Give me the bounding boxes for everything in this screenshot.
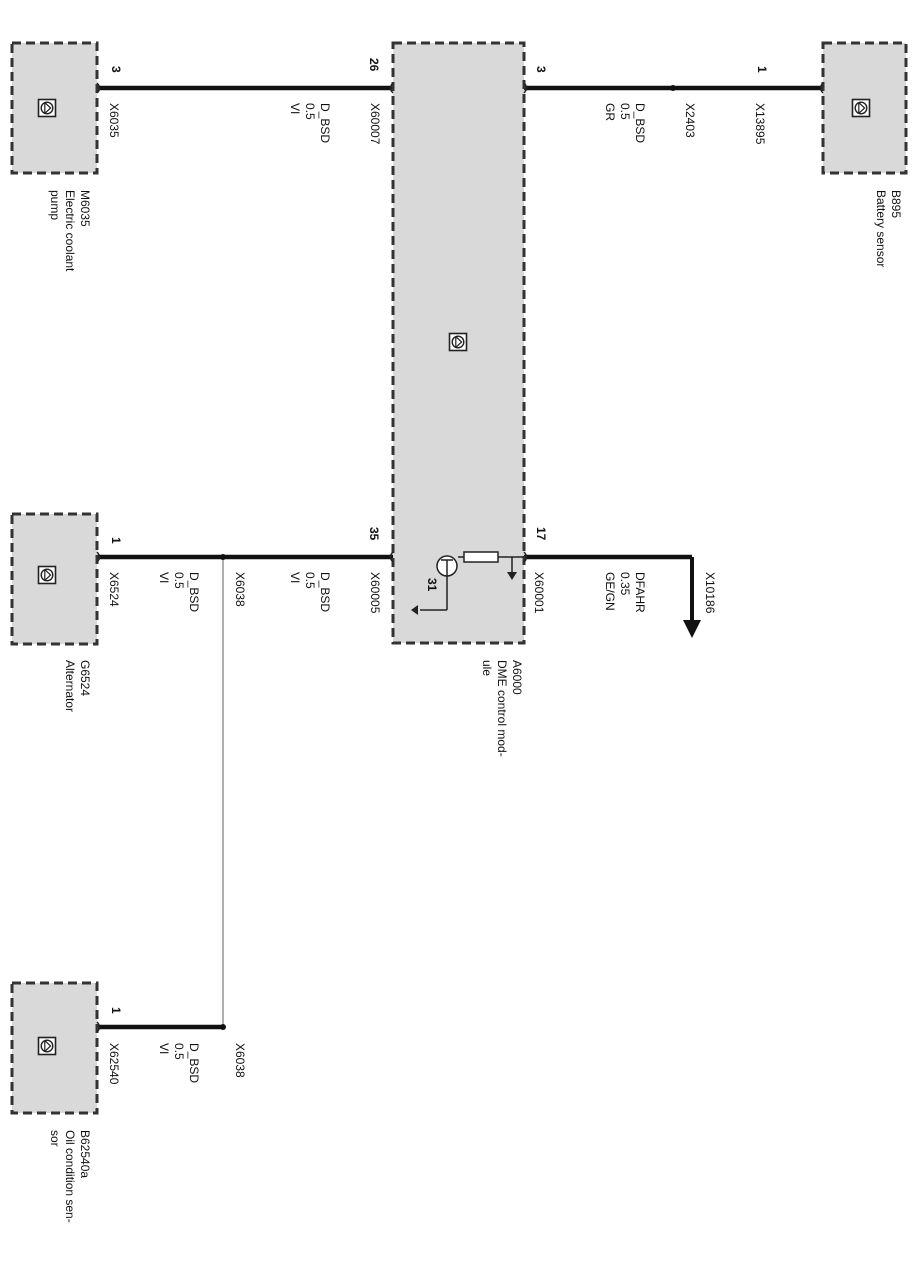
connector-label: X62540 [107,1043,121,1085]
pin-number: 35 [367,527,381,541]
pin-mark [96,1021,101,1033]
wire-size: 0.5 [303,103,317,120]
component-id-m6035: M6035 [78,190,92,227]
component-name-b62540a: Oil condition sen- [63,1130,77,1223]
pin-number: 3 [534,66,548,73]
wire-color: VI [157,572,171,583]
control-unit-icon [37,565,57,585]
control-unit-icon [448,332,468,352]
component-id-b62540a: B62540a [78,1130,92,1178]
resistor-icon [463,551,499,563]
wire-size: 0.5 [303,572,317,589]
pin-number: 26 [367,58,381,72]
wire-color: VI [157,1043,171,1054]
control-unit-icon [851,98,871,118]
pin-mark [389,551,394,563]
connector-label: X60007 [368,103,382,145]
wire-signal: DFAHR [633,572,647,613]
pin-number: 1 [109,1007,123,1014]
wire-color: GR [603,103,617,121]
connector-label: X60001 [532,572,546,614]
wire-signal: D_BSD [187,1043,201,1083]
wire-signal: D_BSD [318,103,332,143]
component-name-a6000-line2: ule [480,660,494,676]
wire-color: VI [288,103,302,114]
pin-mark [523,82,528,94]
connector-label: X6035 [107,103,121,138]
component-id-g6524: G6524 [78,660,92,696]
wire-color: GE/GN [603,572,617,611]
wire-color: VI [288,572,302,583]
component-name-a6000: DME control mod- [495,660,509,757]
connector-label: X13895 [753,103,767,145]
pin-mark [96,82,101,94]
splice-x6038-dot-bottom [220,1024,226,1030]
pin-mark [819,82,824,94]
component-name-m6035-line2: pump [48,190,62,220]
splice-x6038-dot-top [220,554,226,560]
component-name-b62540a-line2: sor [48,1130,62,1147]
wire-signal: D_BSD [187,572,201,612]
pin-number: 17 [534,527,548,541]
component-id-b895: B895 [889,190,903,218]
transistor-circuit [411,551,524,615]
wire-signal: D_BSD [318,572,332,612]
pin-mark [523,551,528,563]
ground-label: 31 [425,578,439,592]
pin-mark [389,82,394,94]
wire-size: 0.5 [618,103,632,120]
pin-number: 1 [755,66,769,73]
control-unit-icon [37,1036,57,1056]
connector-label: X6524 [107,572,121,607]
splice-label: X2403 [683,103,697,138]
pin-number: 1 [109,537,123,544]
pin-number: 3 [109,66,123,73]
arrow-down-icon [683,620,701,638]
component-name-b895: Battery sensor [874,190,888,267]
wire-size: 0.5 [172,572,186,589]
control-unit-icon [37,98,57,118]
wire-size: 0.35 [618,572,632,596]
component-id-a6000: A6000 [510,660,524,695]
pin-mark [96,551,101,563]
splice-label: X6038 [233,572,247,607]
component-name-g6524: Alternator [63,660,77,712]
component-name-m6035: Electric coolant [63,190,77,272]
connector-label: X60005 [368,572,382,614]
splice-label: X6038 [233,1043,247,1078]
destination-label: X10186 [703,572,717,614]
wire-signal: D_BSD [633,103,647,143]
splice-x2403-dot [670,85,676,91]
wire-size: 0.5 [172,1043,186,1060]
